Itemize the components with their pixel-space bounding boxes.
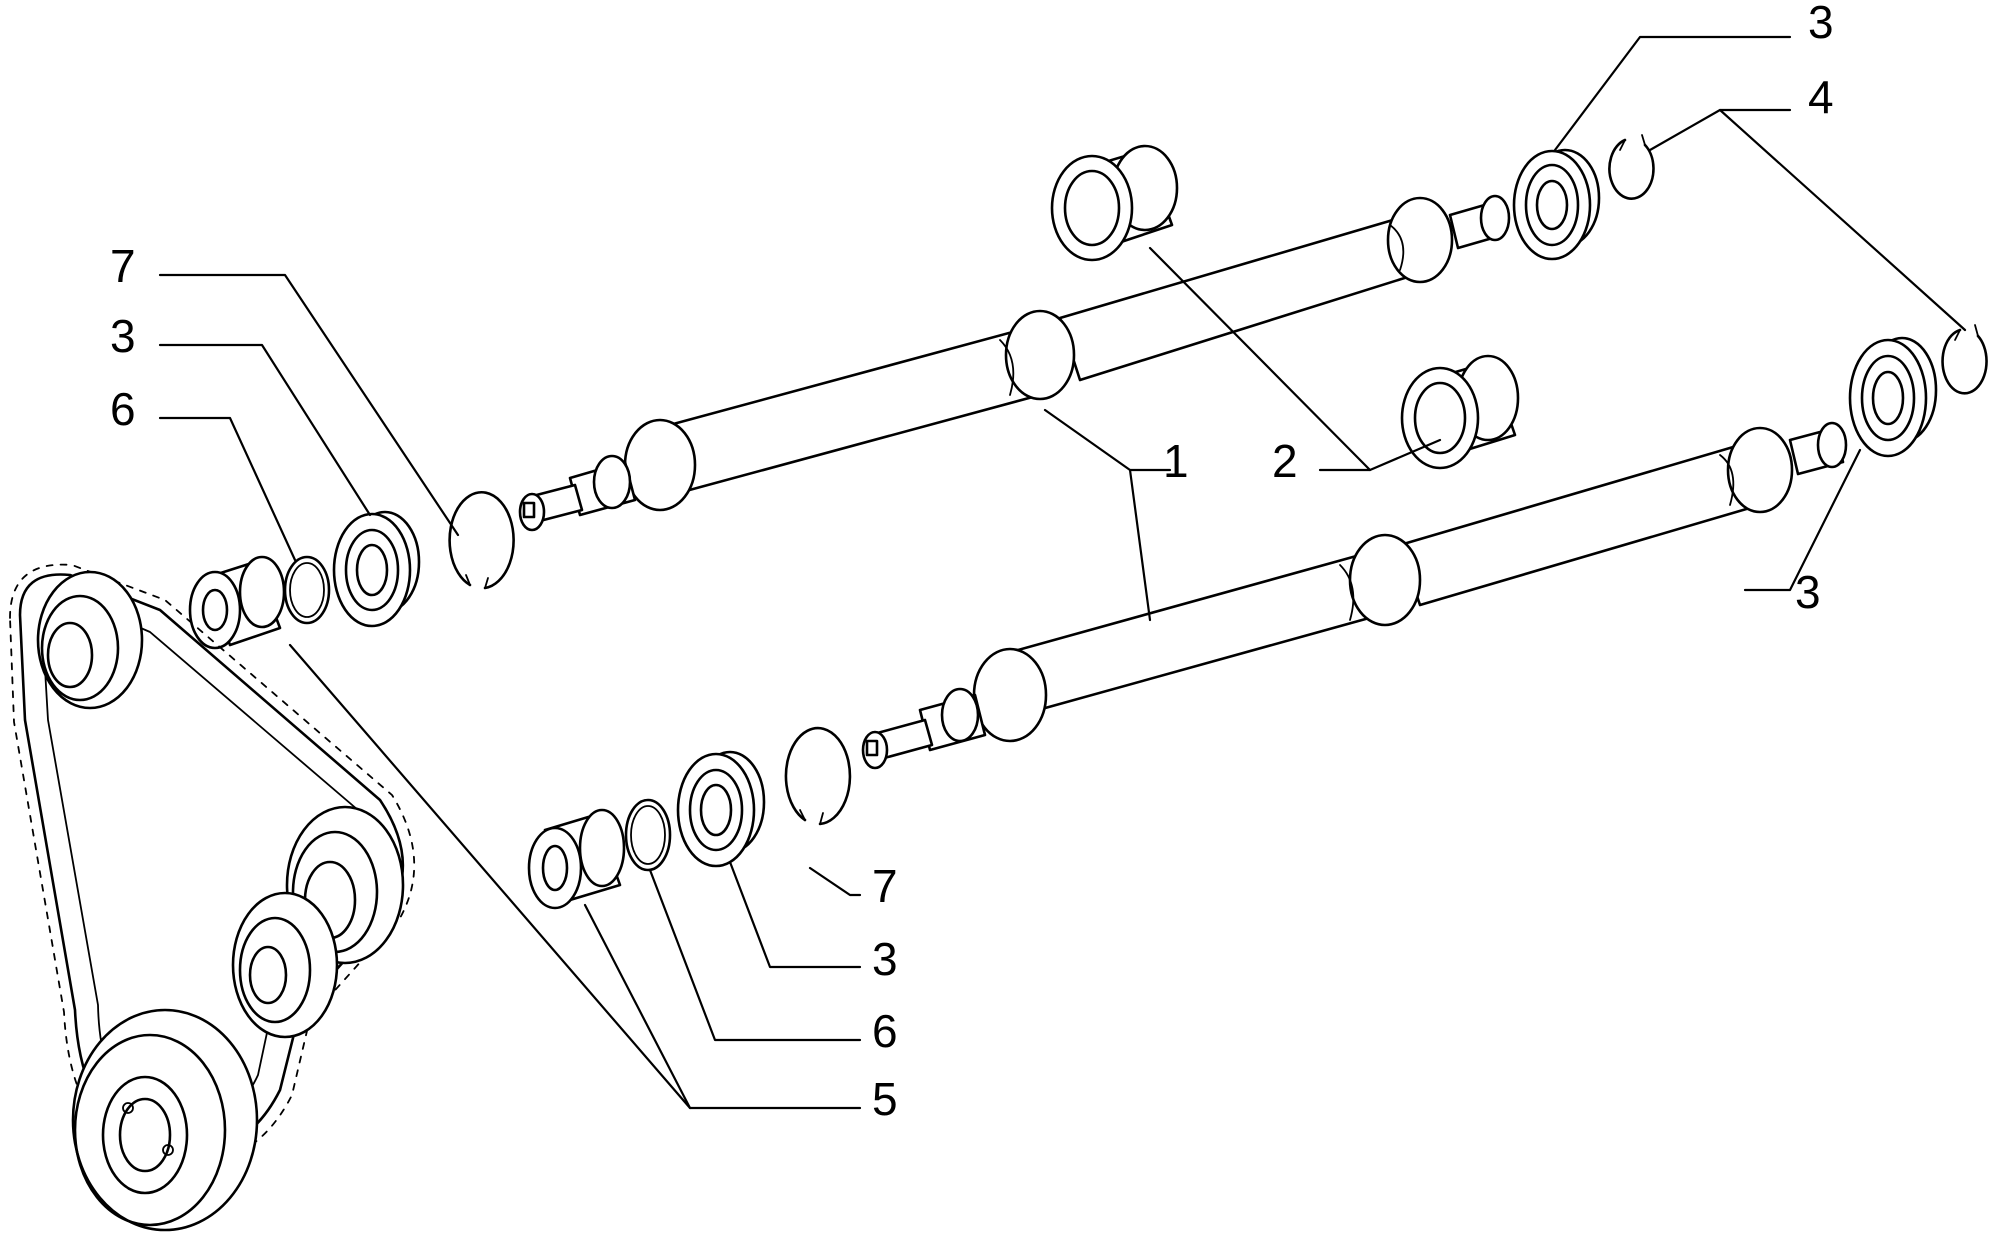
callout-5: 5	[872, 1073, 898, 1125]
upper-shaft	[518, 194, 1511, 532]
callout-6-bottom: 6	[872, 1005, 898, 1057]
callout-6-left: 6	[110, 383, 136, 435]
bearing-top-right	[1512, 148, 1601, 261]
callout-3-bottom: 3	[872, 933, 898, 985]
spacer-ring-bottom	[624, 798, 672, 872]
leader-lines	[158, 35, 1967, 1110]
callout-7-left: 7	[110, 240, 136, 292]
sleeve-left	[188, 555, 286, 650]
circlip-right-lower	[1941, 324, 1988, 395]
bearing-right-lower	[1848, 336, 1938, 458]
circlip-top-right	[1608, 134, 1655, 200]
callout-7-bottom: 7	[872, 860, 898, 912]
spacer-ring-left	[283, 555, 331, 625]
callout-3-left: 3	[110, 310, 136, 362]
bushing-lower	[1400, 354, 1520, 470]
circlip-left	[448, 491, 515, 590]
callout-4: 4	[1808, 71, 1834, 123]
bearing-left	[332, 510, 421, 628]
callout-3-top: 3	[1808, 0, 1834, 48]
timing-belt-assembly	[9, 563, 416, 1232]
circlip-bottom	[784, 726, 852, 826]
callout-3-right: 3	[1795, 566, 1821, 618]
callout-2: 2	[1272, 435, 1298, 487]
sleeve-bottom	[527, 808, 626, 910]
lower-shaft	[861, 421, 1848, 770]
bushing-upper	[1050, 144, 1179, 262]
callout-1: 1	[1163, 435, 1189, 487]
bearing-bottom	[676, 750, 766, 868]
callouts: 3 4 7 3 6 1 2 3 7 3 6 5	[110, 0, 1834, 1125]
